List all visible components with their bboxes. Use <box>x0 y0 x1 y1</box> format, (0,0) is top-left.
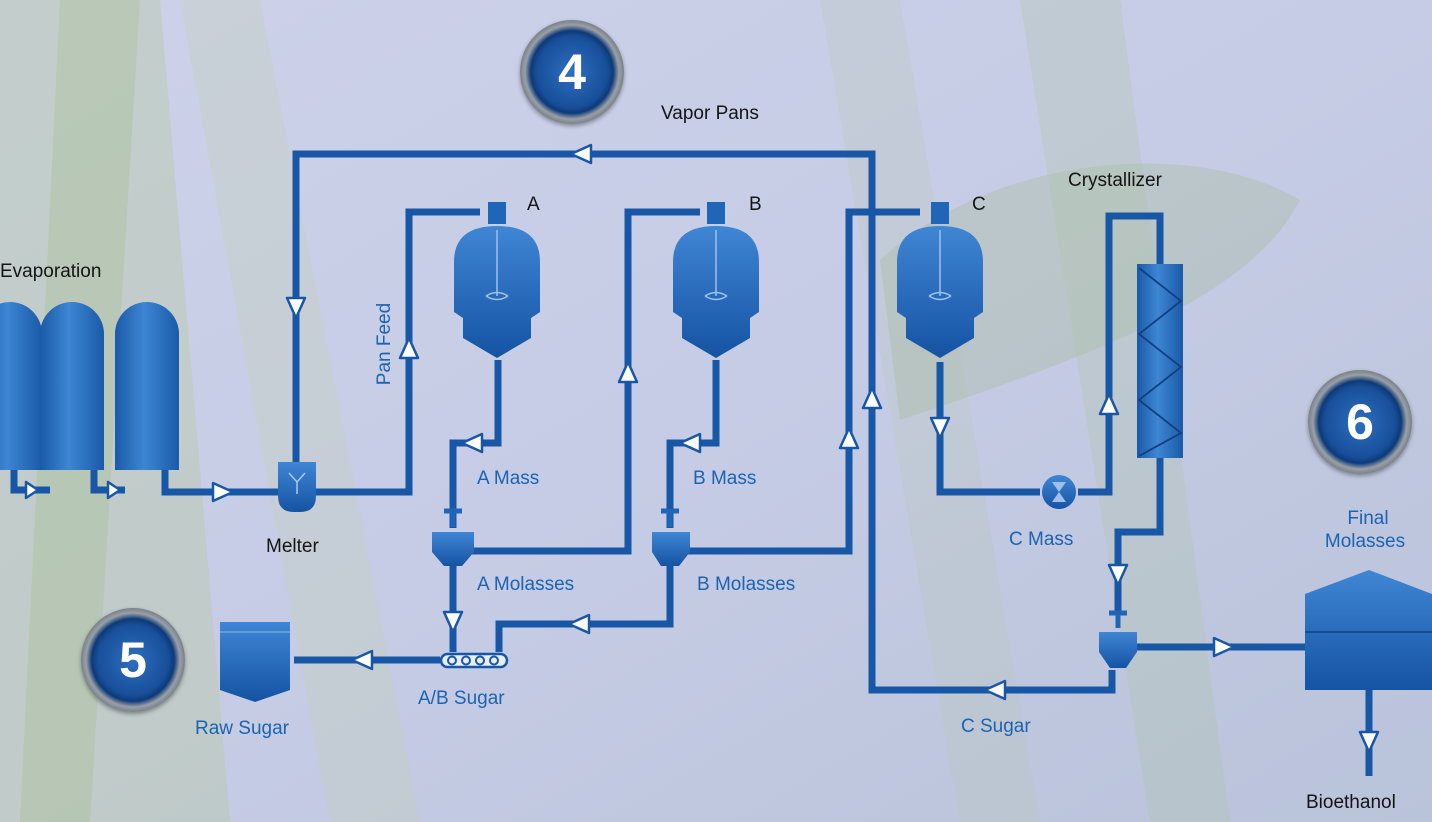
vapor-pans-label: Vapor Pans <box>661 103 759 124</box>
b-molasses-label: B Molasses <box>697 574 796 595</box>
arrow-right <box>1212 636 1236 658</box>
final-molasses-tank <box>1305 570 1432 690</box>
step-badge-5: 5 <box>81 608 185 712</box>
a-molasses-label: A Molasses <box>477 574 575 595</box>
sugar-conveyor <box>439 652 509 669</box>
arrow-down <box>285 296 307 320</box>
melter-vessel <box>278 462 316 512</box>
arrow-up <box>617 360 639 384</box>
crystallizer-label: Crystallizer <box>1068 170 1162 191</box>
a-mass-label: A Mass <box>477 468 540 489</box>
flow-arrows <box>24 143 1380 754</box>
ab-sugar-label: A/B Sugar <box>418 688 505 709</box>
raw-sugar-bin <box>220 622 290 702</box>
bioethanol-label: Bioethanol <box>1306 792 1396 813</box>
pipe-evap-to-melter <box>161 460 278 496</box>
vacuum-pan-b <box>673 202 759 358</box>
vacuum-pan-c <box>897 202 983 358</box>
arrow-left <box>350 649 374 671</box>
melter-label: Melter <box>266 536 319 557</box>
c-mass-label: C Mass <box>1009 529 1074 550</box>
arrow-left <box>567 613 591 635</box>
pipe-melter-return <box>292 150 1116 694</box>
arrow-right <box>211 481 235 503</box>
c-sugar-label: C Sugar <box>961 716 1031 737</box>
raw-sugar-label: Raw Sugar <box>195 718 289 739</box>
arrow-left <box>983 679 1007 701</box>
vacuum-pan-a <box>454 202 540 358</box>
arrow-down <box>929 416 951 440</box>
arrow-up <box>1098 392 1120 416</box>
step-badge-4: 4 <box>520 20 624 124</box>
pan-feed-label: Pan Feed <box>374 302 395 386</box>
final-molasses-label-line1: Final <box>1347 508 1389 529</box>
pipe-c-discharge <box>936 362 1040 496</box>
pipe-cmass-to-crystallizer <box>1078 212 1164 496</box>
arrow-up <box>398 336 420 360</box>
step-badge-6: 6 <box>1308 370 1412 474</box>
pan-b-label: B <box>749 194 762 215</box>
arrow-left <box>460 432 484 454</box>
arrow-right <box>106 480 122 500</box>
arrow-left <box>569 143 593 165</box>
arrow-down <box>1107 563 1129 587</box>
final-molasses-label-line2: Molasses <box>1324 531 1406 552</box>
centrifuge-c <box>1099 610 1137 668</box>
step-number: 6 <box>1346 394 1374 450</box>
crystallizer-vessel <box>1137 264 1183 458</box>
arrow-up <box>861 386 883 410</box>
arrow-left <box>678 432 702 454</box>
centrifuge-a <box>432 508 474 566</box>
pan-a-label: A <box>527 194 540 215</box>
evaporator-vessels <box>0 302 179 470</box>
centrifuge-b <box>652 508 690 566</box>
pipe-b-molasses <box>688 208 920 555</box>
pan-c-label: C <box>972 194 986 215</box>
b-mass-label: B Mass <box>693 468 757 489</box>
evaporation-label: Evaporation <box>0 261 102 282</box>
c-mass-pump <box>1042 475 1076 509</box>
arrow-down <box>1358 730 1380 754</box>
step-number: 4 <box>558 44 586 100</box>
arrow-up <box>838 426 860 450</box>
arrow-down <box>442 610 464 634</box>
step-number: 5 <box>119 632 147 688</box>
arrow-right <box>24 480 40 500</box>
